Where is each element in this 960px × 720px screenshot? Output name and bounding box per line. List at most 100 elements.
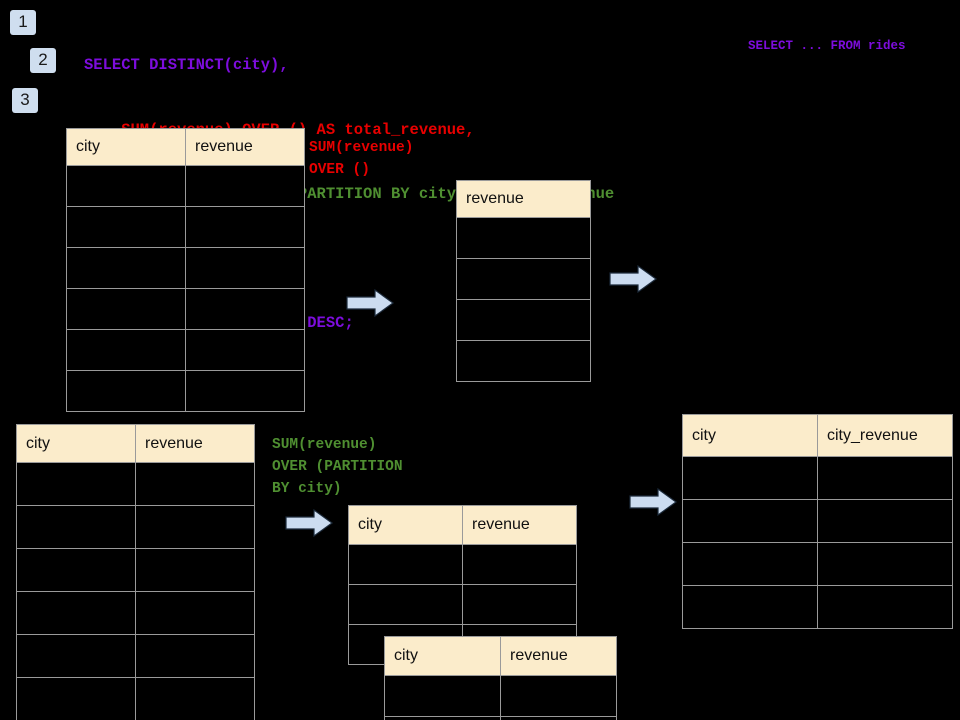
table-row [16, 505, 255, 549]
cell-city [348, 544, 463, 585]
arrow-partition-to-final-icon [628, 487, 678, 522]
cell-city [66, 165, 186, 207]
arrow-source2-to-partition-icon [284, 508, 334, 543]
table-row [384, 675, 617, 717]
cell-city [66, 247, 186, 289]
table-row [66, 370, 305, 412]
step-badge-2: 2 [30, 48, 56, 73]
cell-city [16, 548, 136, 592]
cell-city [682, 499, 818, 543]
city-revenue-annotation: SUM(revenue) OVER (PARTITION BY city) [272, 437, 403, 497]
cell-revenue [185, 247, 305, 289]
column-header-revenue: revenue [135, 424, 255, 463]
table-row [66, 165, 305, 207]
table-row [16, 548, 255, 592]
cell-city [384, 675, 501, 717]
cell-revenue [456, 340, 591, 382]
cell-city-revenue [817, 499, 953, 543]
table-row [66, 247, 305, 289]
step-badge-1: 1 [10, 10, 36, 35]
table-header-row: city revenue [16, 424, 255, 463]
table-row [348, 544, 577, 585]
cell-revenue [185, 165, 305, 207]
cell-city [682, 456, 818, 500]
cell-city [66, 288, 186, 330]
cell-city-revenue [817, 542, 953, 586]
table-row [456, 258, 591, 300]
cell-revenue [185, 288, 305, 330]
cell-city [16, 591, 136, 635]
table-header-row: city revenue [348, 505, 577, 545]
column-header-city: city [384, 636, 501, 676]
column-header-revenue: revenue [185, 128, 305, 166]
table-row [16, 677, 255, 720]
table-row [16, 634, 255, 678]
cell-revenue [500, 675, 617, 717]
arrow-source-to-total-icon [345, 288, 395, 323]
rides-source-table-2: city revenue [16, 424, 255, 720]
arrow-total-to-right-icon [608, 264, 658, 299]
total-revenue-annotation: SUM(revenue) OVER () [309, 140, 414, 178]
cell-city [384, 716, 501, 720]
cell-city-revenue [817, 456, 953, 500]
table-row [384, 716, 617, 720]
cell-revenue [456, 217, 591, 259]
cell-city [16, 677, 136, 720]
cell-revenue [456, 299, 591, 341]
column-header-city: city [682, 414, 818, 457]
column-header-city-revenue: city_revenue [817, 414, 953, 457]
rides-source-table: city revenue [66, 128, 305, 412]
cell-revenue [500, 716, 617, 720]
table-row [456, 340, 591, 382]
cell-revenue [185, 206, 305, 248]
cell-city [682, 585, 818, 629]
table-row [456, 299, 591, 341]
cell-city [682, 542, 818, 586]
step-badge-3: 3 [12, 88, 38, 113]
cell-revenue [135, 634, 255, 678]
table-header-row: city revenue [384, 636, 617, 676]
cell-city [16, 462, 136, 506]
table-row [66, 288, 305, 330]
cell-revenue [456, 258, 591, 300]
select-from-rides-note: SELECT ... FROM rides [748, 39, 906, 53]
table-row [348, 584, 577, 625]
table-row [682, 499, 953, 543]
cell-revenue [185, 370, 305, 412]
table-header-row: city city_revenue [682, 414, 953, 457]
partition-table-back: city revenue [348, 505, 577, 665]
column-header-revenue: revenue [462, 505, 577, 545]
cell-city [16, 634, 136, 678]
table-row [682, 542, 953, 586]
column-header-city: city [348, 505, 463, 545]
cell-revenue [135, 505, 255, 549]
table-row [16, 591, 255, 635]
cell-city [348, 584, 463, 625]
table-row [16, 462, 255, 506]
table-row [66, 329, 305, 371]
cell-revenue [185, 329, 305, 371]
column-header-city: city [16, 424, 136, 463]
partition-table-front: city revenue [384, 636, 617, 720]
table-row [66, 206, 305, 248]
cell-revenue [135, 462, 255, 506]
column-header-city: city [66, 128, 186, 166]
column-header-revenue: revenue [500, 636, 617, 676]
table-header-row: city revenue [66, 128, 305, 166]
table-row [682, 456, 953, 500]
final-result-table: city city_revenue [682, 414, 953, 629]
cell-city [16, 505, 136, 549]
cell-revenue [135, 677, 255, 720]
cell-revenue [462, 544, 577, 585]
column-header-revenue: revenue [456, 180, 591, 218]
total-revenue-table: revenue [456, 180, 591, 382]
cell-city-revenue [817, 585, 953, 629]
table-header-row: revenue [456, 180, 591, 218]
cell-revenue [462, 584, 577, 625]
cell-city [66, 370, 186, 412]
cell-revenue [135, 548, 255, 592]
cell-city [66, 329, 186, 371]
sql-line-1: SELECT DISTINCT(city), [84, 56, 289, 74]
table-row [682, 585, 953, 629]
